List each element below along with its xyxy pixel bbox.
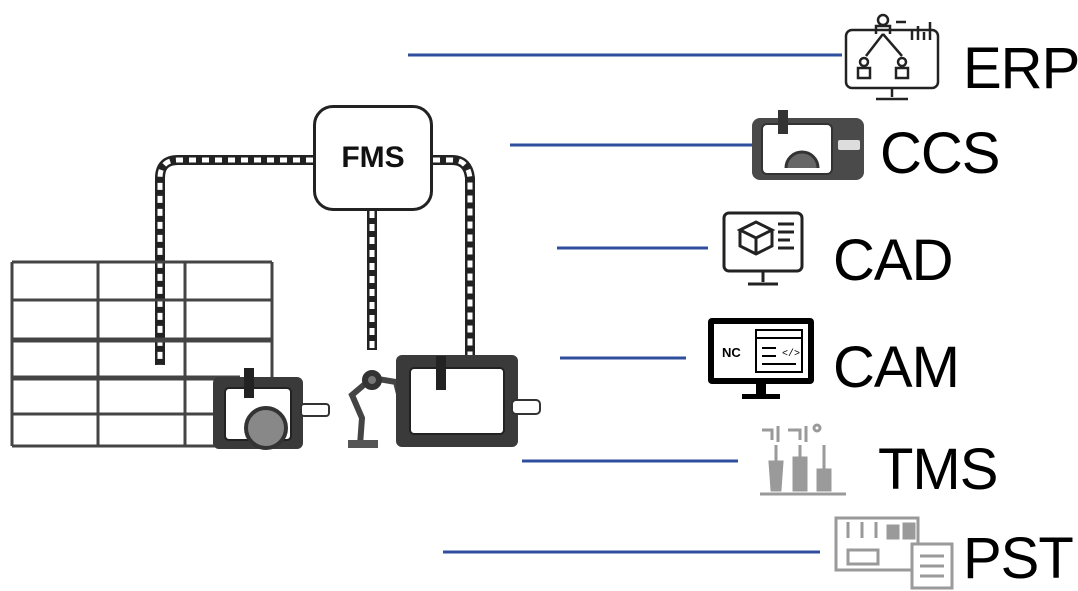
production-scheduling-icon <box>834 516 954 590</box>
machine-tool-2 <box>396 355 541 447</box>
tool-management-icon <box>760 423 846 496</box>
system-label-cam: CAM <box>833 335 960 400</box>
fms-node: FMS <box>313 105 433 211</box>
fms-rail-connections <box>155 155 475 365</box>
org-chart-monitor-icon <box>844 13 940 101</box>
rail-to-machine <box>433 155 475 360</box>
storage-rack <box>10 260 274 448</box>
svg-text:</>: </> <box>782 348 800 360</box>
system-label-ccs: CCS <box>880 121 1000 186</box>
system-label-tms: TMS <box>878 437 998 502</box>
system-connector-lines <box>408 53 842 554</box>
system-label-erp: ERP <box>963 36 1078 101</box>
robot-arm <box>348 370 403 448</box>
fms-node-label: FMS <box>341 141 405 174</box>
machine-tool-1 <box>213 368 330 450</box>
svg-text:NC: NC <box>722 345 741 360</box>
nc-code-monitor-icon: NC </> <box>708 318 814 399</box>
machine-control-icon <box>752 110 864 180</box>
system-label-cad: CAD <box>833 228 953 293</box>
cad-monitor-icon <box>722 211 804 286</box>
system-label-pst: PST <box>963 526 1074 591</box>
